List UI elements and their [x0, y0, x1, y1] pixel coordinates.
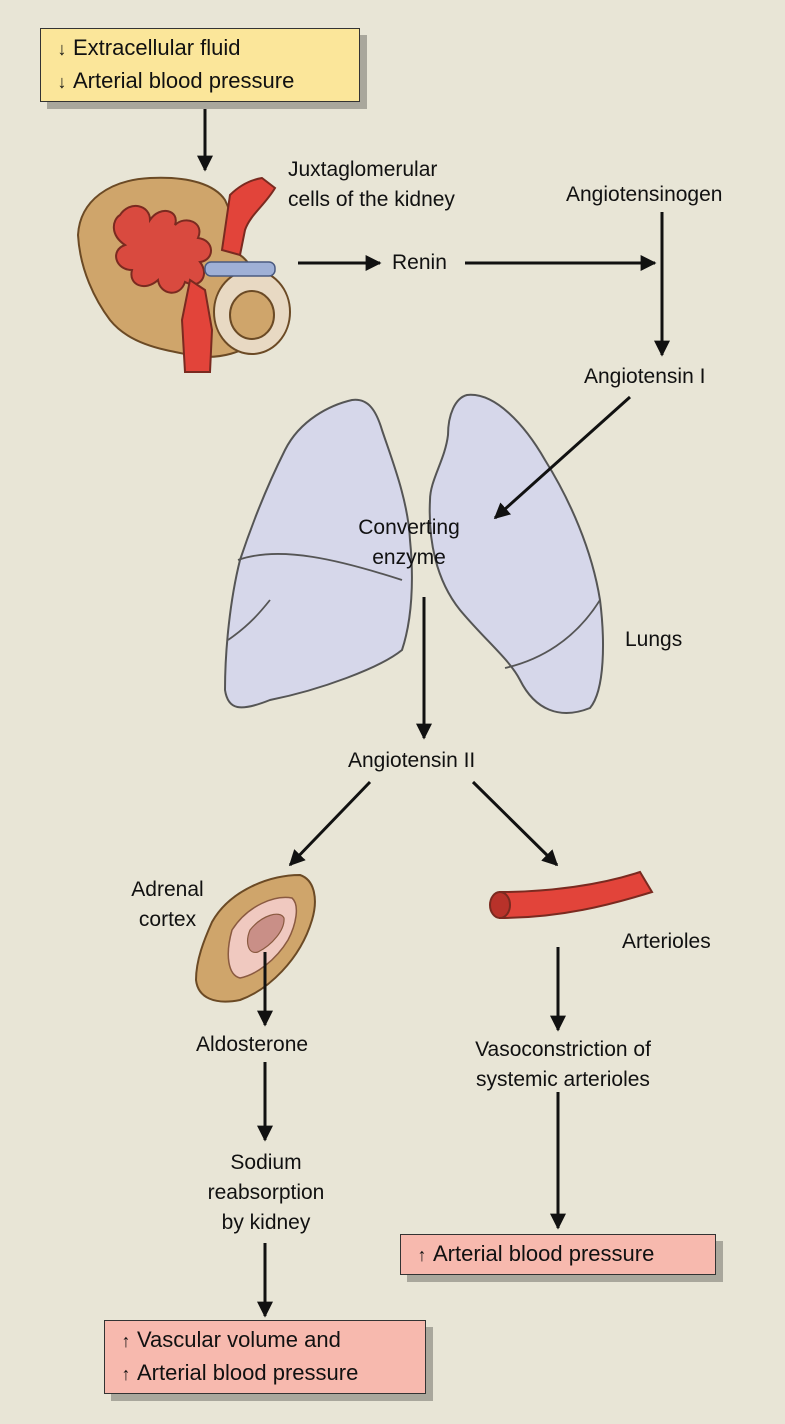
arteriole-illustration	[489, 870, 654, 920]
lungs-label: Lungs	[625, 628, 683, 651]
vasoconstriction-label: Vasoconstriction of systemic arterioles	[475, 1038, 651, 1091]
jg-cells-label: Juxtaglomerular cells of the kidney	[288, 158, 455, 211]
flow-arrows	[197, 104, 670, 1318]
down-arrow-icon: ↓	[57, 72, 67, 92]
angiotensin-i-label: Angiotensin I	[584, 365, 706, 388]
aldosterone-label: Aldosterone	[196, 1033, 309, 1056]
raised-pressure-text: Arterial blood pressure	[433, 1241, 655, 1266]
arterial-pressure-text: Arterial blood pressure	[137, 1360, 359, 1385]
angiotensin-ii-label: Angiotensin II	[348, 749, 476, 772]
up-arrow-icon: ↑	[121, 1331, 131, 1351]
angiotensinogen-label: Angiotensinogen	[566, 183, 723, 206]
adrenal-cortex-label: Adrenal cortex	[131, 878, 204, 931]
low-fluid-pressure-box: ↓ Extracellular fluid ↓ Arterial blood pre…	[40, 28, 360, 102]
arterial-pressure-text: Arterial blood pressure	[73, 68, 295, 93]
extracellular-fluid-text: Extracellular fluid	[73, 35, 241, 60]
volume-pressure-box: ↑ Vascular volume and ↑ Arterial blood pre…	[104, 1320, 426, 1394]
down-arrow-icon: ↓	[57, 39, 67, 59]
up-arrow-icon: ↑	[121, 1364, 131, 1384]
adrenal-illustration	[194, 873, 316, 1003]
converting-enzyme-label: Converting enzyme	[358, 516, 460, 569]
juxtaglomerular-illustration	[76, 176, 291, 373]
arterioles-label: Arterioles	[622, 930, 711, 953]
up-arrow-icon: ↑	[417, 1245, 427, 1265]
raised-pressure-box: ↑ Arterial blood pressure	[400, 1234, 716, 1275]
sodium-reabsorption-label: Sodium reabsorption by kidney	[207, 1151, 325, 1234]
renin-label: Renin	[392, 251, 447, 274]
lungs-illustration	[223, 393, 604, 714]
vascular-volume-text: Vascular volume and	[137, 1327, 341, 1352]
